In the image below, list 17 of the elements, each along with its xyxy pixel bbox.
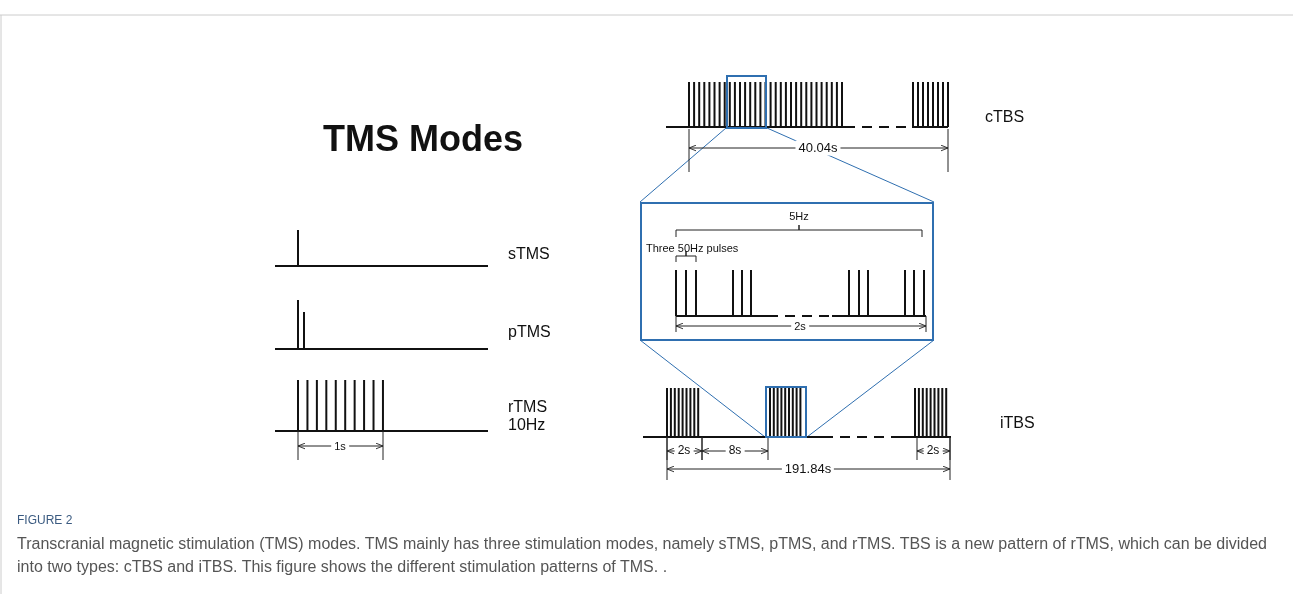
zoom-inset-box xyxy=(640,202,934,341)
dimension-label: 2s xyxy=(791,319,809,333)
figure-caption: Transcranial magnetic stimulation (TMS) modes. TMS mainly has three stimulation modes, namely sTMS, pTMS, and rTMS. TBS is a new pattern of rTMS, which can be divided into two types: cTBS and iTBS. This figure shows the different stimulation patterns of TMS. . xyxy=(17,534,1267,577)
dimension-label: 1s xyxy=(331,439,349,453)
zoom-box xyxy=(765,386,807,438)
dimension-label: 40.04s xyxy=(795,140,841,156)
figure-number: FIGURE 2 xyxy=(17,514,73,528)
mode-label: sTMS xyxy=(508,245,551,264)
frequency-label: 5Hz xyxy=(786,209,812,223)
mode-label: pTMS xyxy=(508,323,552,342)
zoom-box xyxy=(726,75,767,129)
diagram-title: TMS Modes xyxy=(323,118,523,160)
mode-label: cTBS xyxy=(985,108,1026,127)
mode-label: iTBS xyxy=(1000,414,1036,433)
mode-label: rTMS 10Hz xyxy=(508,398,549,435)
pulse-group-label: Three 50Hz pulses xyxy=(646,242,739,255)
zoom-line xyxy=(639,339,935,438)
